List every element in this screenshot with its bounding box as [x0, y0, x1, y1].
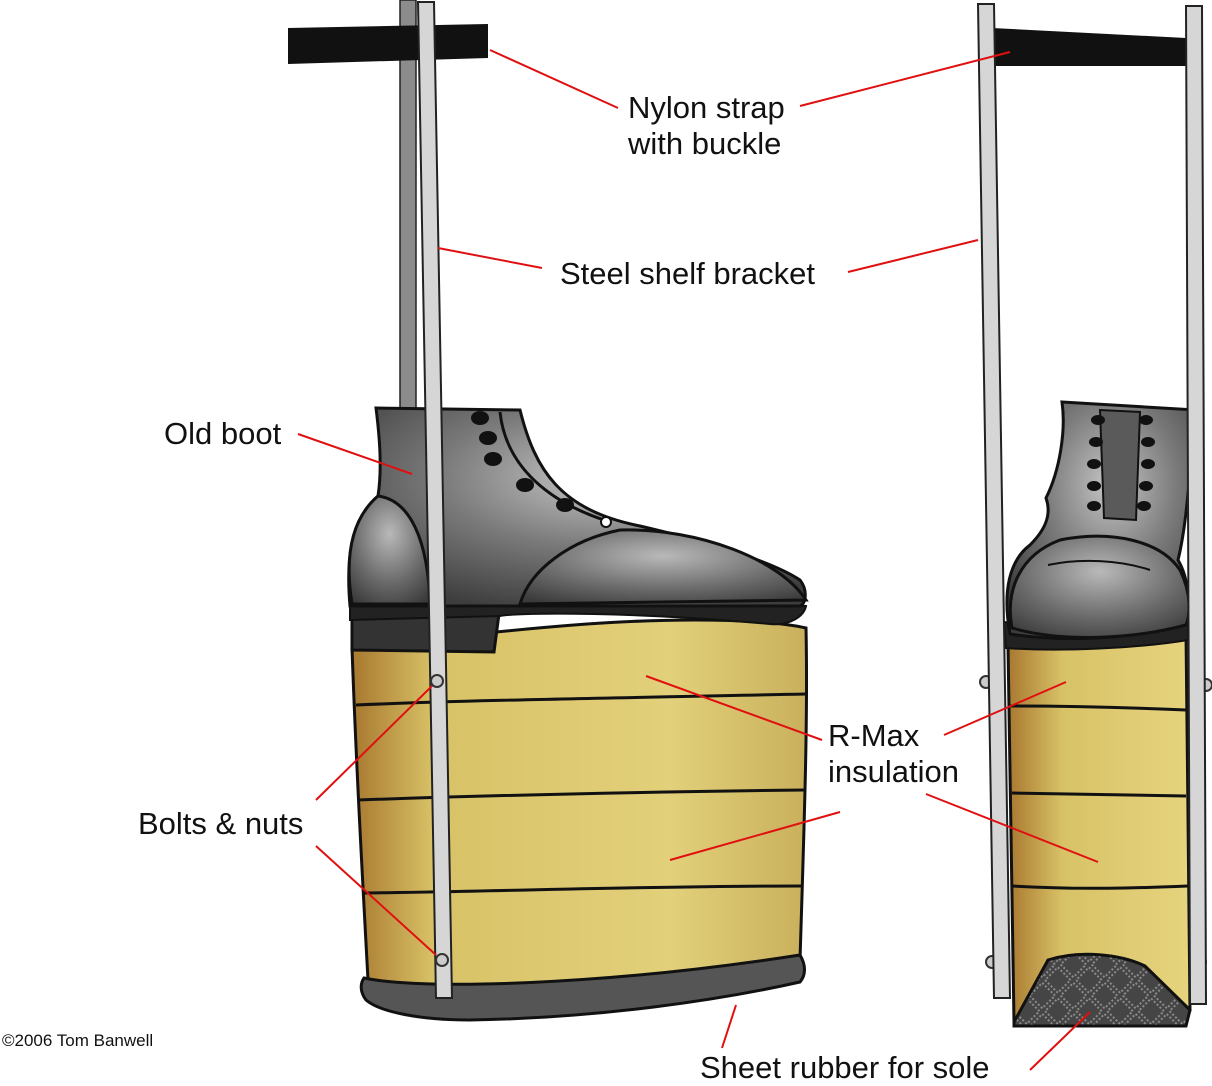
copyright-text: ©2006 Tom Banwell: [2, 1031, 154, 1050]
leader-rubber-right: [1029, 1011, 1091, 1071]
label-bolts-nuts: Bolts & nuts: [138, 806, 304, 841]
label-nylon-strap-line1: Nylon strap: [628, 90, 785, 125]
label-steel-bracket: Steel shelf bracket: [560, 256, 816, 291]
label-rmax: R-Max insulation: [828, 718, 959, 790]
leader-rubber-left: [721, 1004, 737, 1049]
left-insulation-layers: [355, 692, 807, 895]
left-steel-bracket: [416, 1, 454, 999]
right-boot-eyelets: [1087, 415, 1155, 511]
right-insulation-layers: [1009, 704, 1189, 890]
right-rubber-sole: [1012, 952, 1192, 1028]
right-steel-bracket-left: [976, 3, 1012, 999]
leader-insulation-4: [925, 793, 1099, 863]
right-stilt: [976, 3, 1212, 1028]
label-old-boot: Old boot: [164, 416, 282, 451]
left-bolt-upper: [430, 674, 444, 688]
left-stilt: [288, 0, 809, 1022]
leader-insulation-1: [645, 675, 823, 741]
label-rmax-line2: insulation: [828, 754, 959, 789]
left-nylon-strap: [288, 24, 488, 64]
label-nylon-strap: Nylon strap with buckle: [628, 90, 785, 162]
label-rmax-line1: R-Max: [828, 718, 920, 753]
left-back-bracket: [399, 0, 417, 421]
leader-steel-bracket-right: [847, 239, 979, 273]
leader-steel-bracket-left: [437, 247, 543, 269]
leader-insulation-3: [943, 681, 1067, 736]
label-nylon-strap-line2: with buckle: [628, 126, 782, 161]
leader-bolt-upper: [315, 685, 433, 801]
leader-nylon-strap-right: [799, 51, 1011, 107]
right-steel-bracket-right: [1184, 5, 1208, 1005]
left-insulation-block: [350, 618, 809, 994]
right-nylon-strap: [992, 28, 1186, 66]
leader-nylon-strap-left: [489, 49, 619, 109]
left-rubber-sole: [359, 953, 806, 1022]
leader-insulation-2: [669, 811, 841, 861]
left-boot-eyelets: [471, 411, 612, 528]
left-bolt-lower: [435, 953, 449, 967]
leader-lines: [297, 49, 1099, 1071]
leader-old-boot: [297, 433, 413, 475]
label-sheet-rubber: Sheet rubber for sole: [700, 1050, 990, 1085]
leader-bolt-lower: [315, 845, 437, 956]
